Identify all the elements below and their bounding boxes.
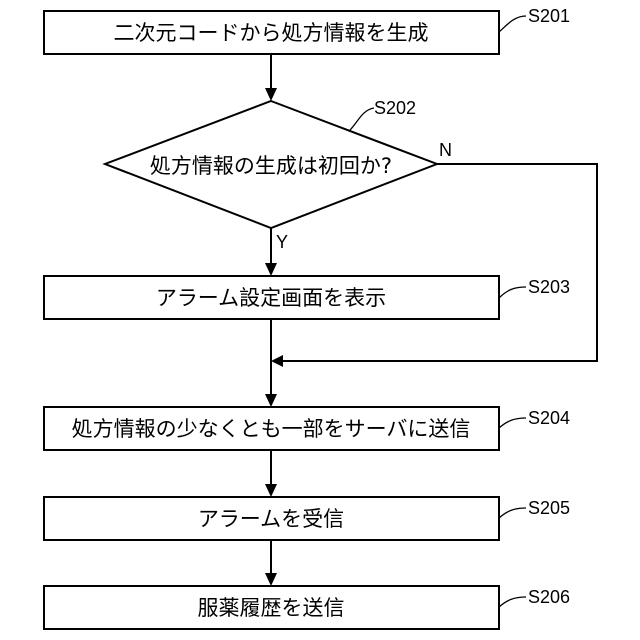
step-s202-label: S202 <box>374 98 416 118</box>
step-s202-text: 処方情報の生成は初回か? <box>150 154 392 178</box>
step-s204-label: S204 <box>528 408 570 428</box>
step-s201-label: S201 <box>528 6 570 26</box>
step-s203-leader <box>499 287 526 298</box>
step-s204-text: 処方情報の少なくとも一部をサーバに送信 <box>72 417 471 441</box>
arrowhead-s205 <box>265 484 277 497</box>
step-s206-label: S206 <box>528 587 570 607</box>
branch-no-label: N <box>439 140 452 160</box>
arrowhead-no-branch <box>271 355 283 367</box>
step-s203-label: S203 <box>528 277 570 297</box>
step-s204-leader <box>499 418 526 428</box>
step-s202-leader <box>350 108 374 130</box>
step-s203-text: アラーム設定画面を表示 <box>156 286 386 310</box>
arrowhead-s202 <box>265 88 277 101</box>
step-s201-text: 二次元コードから処方情報を生成 <box>114 21 429 45</box>
step-s206-text: 服薬履歴を送信 <box>198 596 345 620</box>
step-s206-leader <box>499 597 526 607</box>
arrowhead-s206 <box>265 573 277 586</box>
arrowhead-s204 <box>265 394 277 407</box>
step-s201-leader <box>499 16 526 32</box>
arrowhead-s203 <box>265 263 277 276</box>
step-s205-label: S205 <box>528 498 570 518</box>
step-s205-text: アラームを受信 <box>198 507 344 531</box>
branch-yes-label: Y <box>276 232 288 252</box>
step-s205-leader <box>499 508 526 518</box>
